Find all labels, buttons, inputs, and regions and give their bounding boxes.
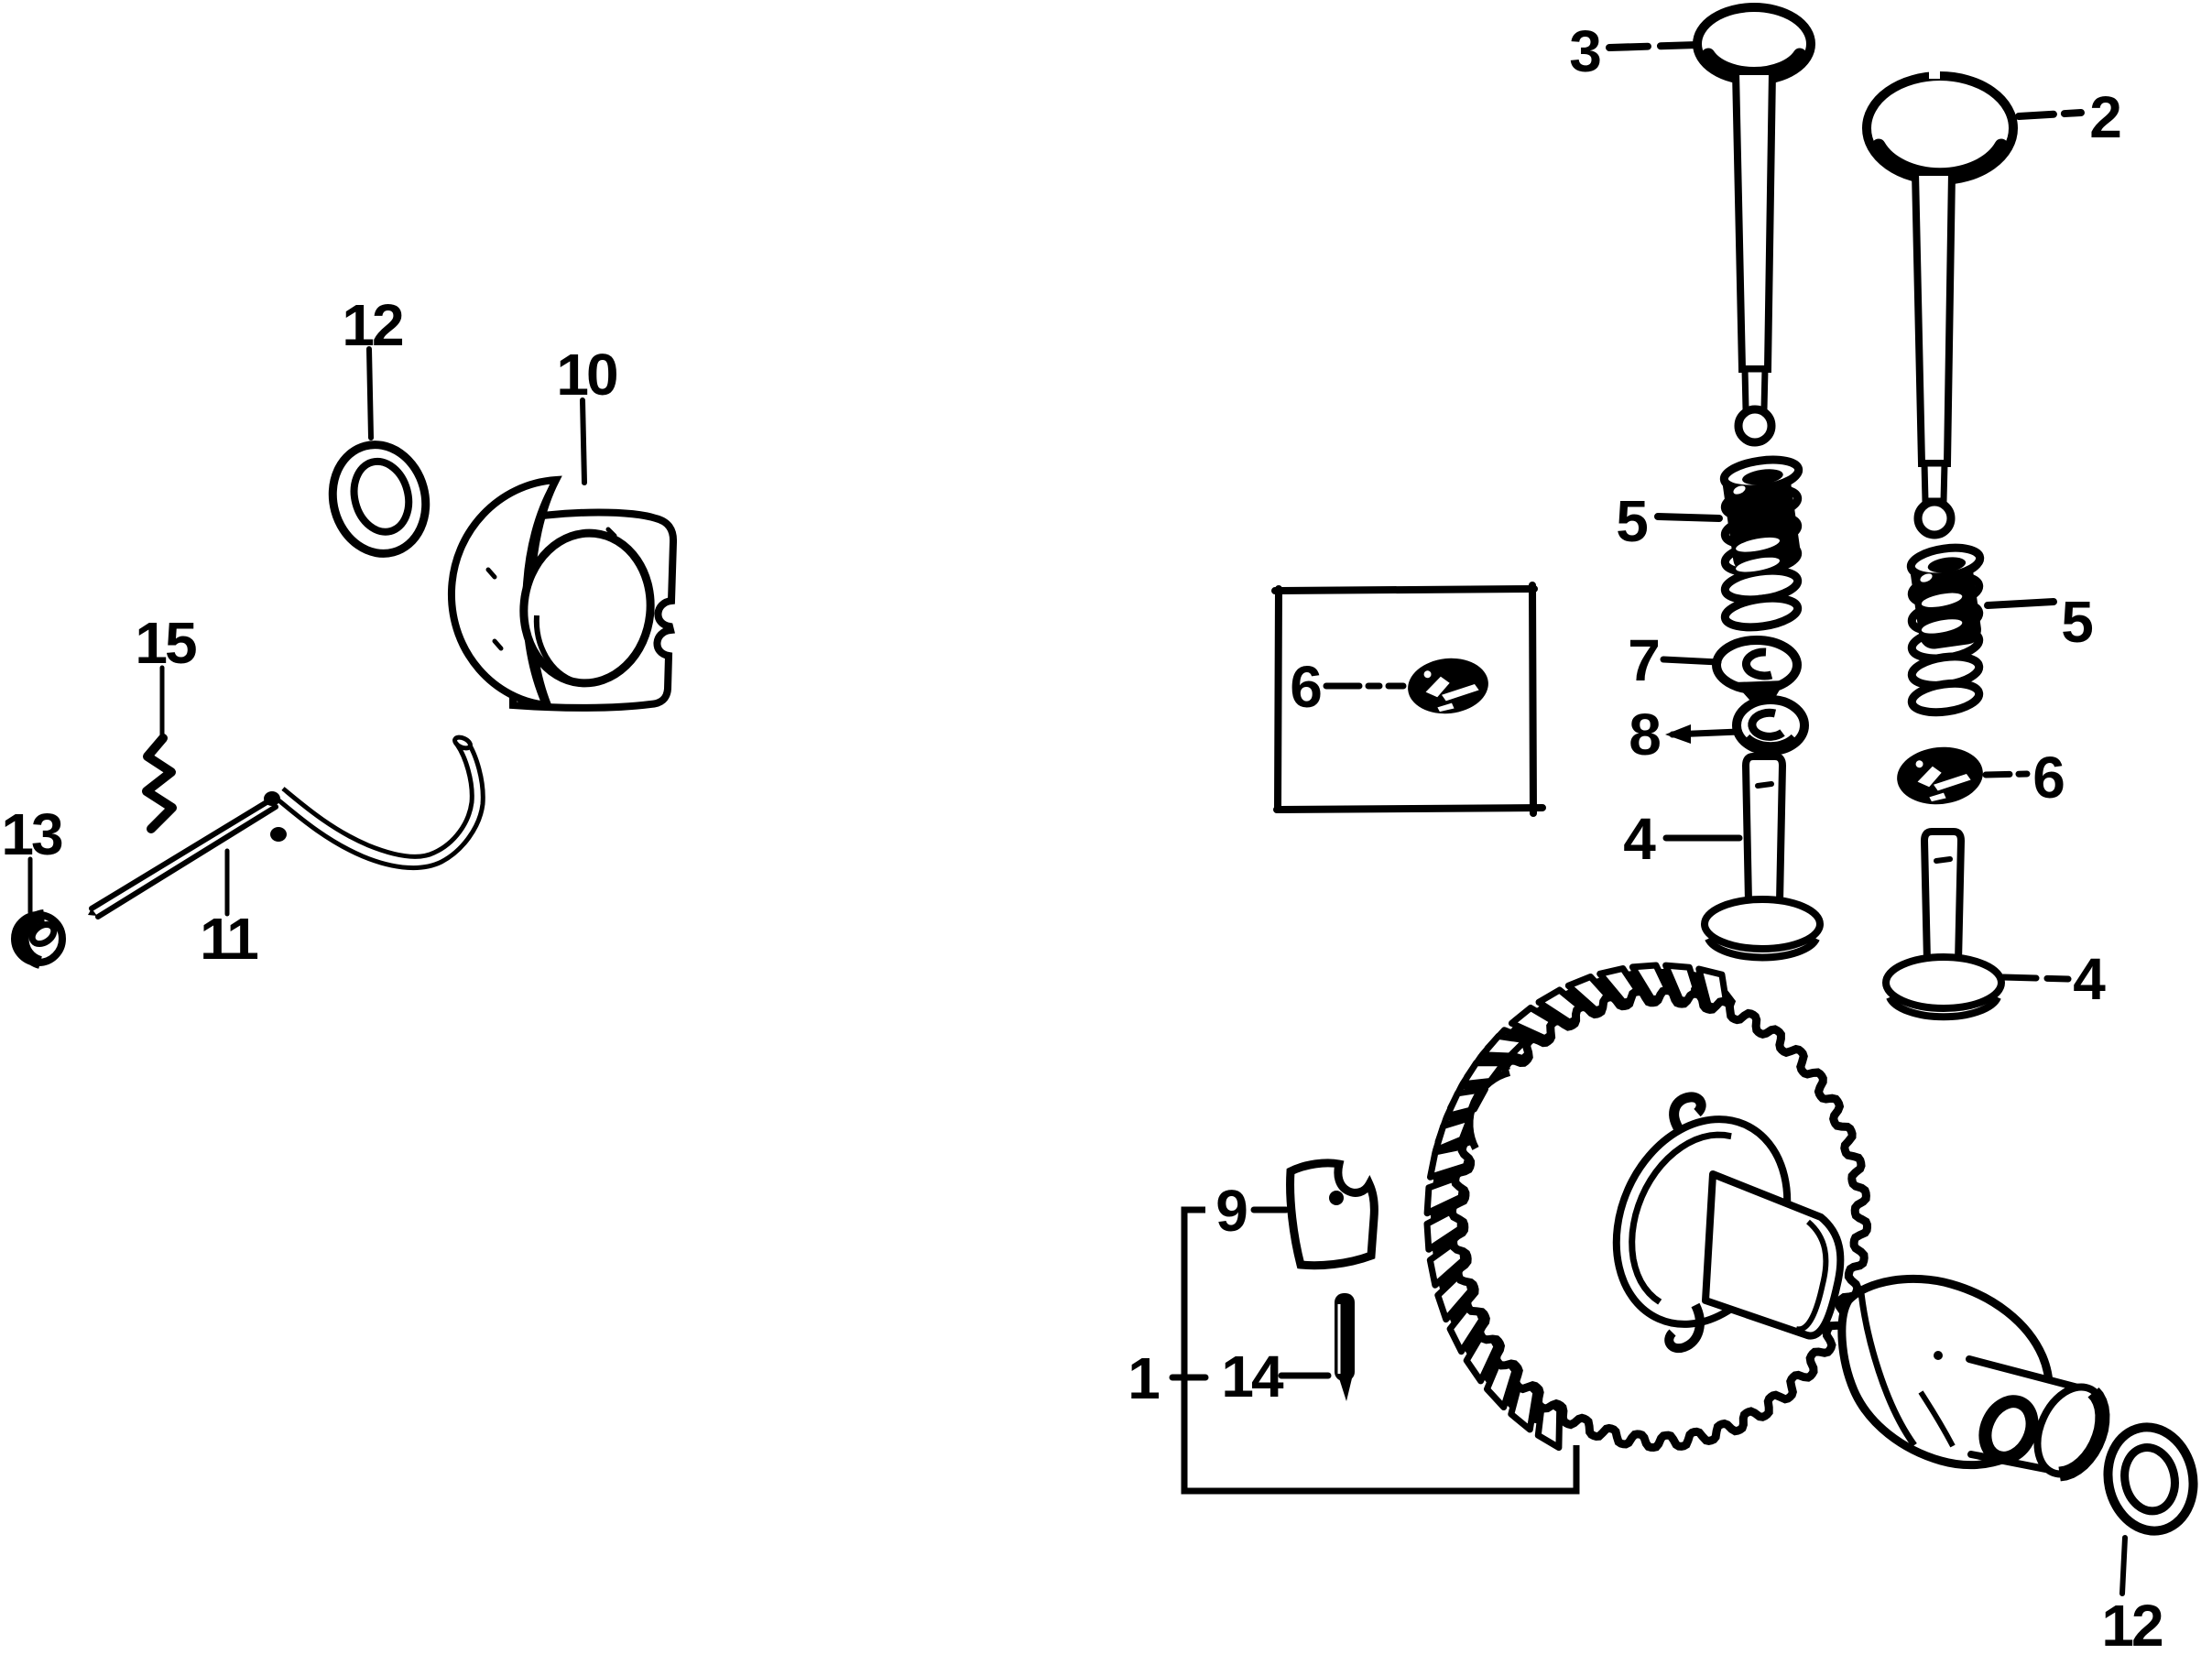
svg-text:11: 11 bbox=[200, 906, 257, 972]
svg-text:4: 4 bbox=[2073, 946, 2106, 1012]
svg-text:6: 6 bbox=[1290, 654, 1323, 720]
svg-text:9: 9 bbox=[1215, 1178, 1248, 1244]
svg-text:3: 3 bbox=[1569, 18, 1602, 84]
svg-text:13: 13 bbox=[1, 801, 62, 867]
svg-text:15: 15 bbox=[135, 610, 196, 676]
svg-text:12: 12 bbox=[2101, 1593, 2163, 1654]
svg-text:5: 5 bbox=[1616, 488, 1649, 554]
svg-text:8: 8 bbox=[1629, 702, 1662, 767]
svg-text:2: 2 bbox=[2089, 84, 2122, 150]
svg-text:5: 5 bbox=[2061, 589, 2094, 655]
svg-text:6: 6 bbox=[2032, 745, 2065, 811]
svg-text:14: 14 bbox=[1221, 1344, 1284, 1409]
svg-text:1: 1 bbox=[1128, 1345, 1160, 1411]
svg-text:7: 7 bbox=[1628, 627, 1661, 693]
svg-text:10: 10 bbox=[556, 342, 616, 408]
svg-text:4: 4 bbox=[1623, 806, 1656, 872]
svg-text:12: 12 bbox=[342, 292, 403, 358]
